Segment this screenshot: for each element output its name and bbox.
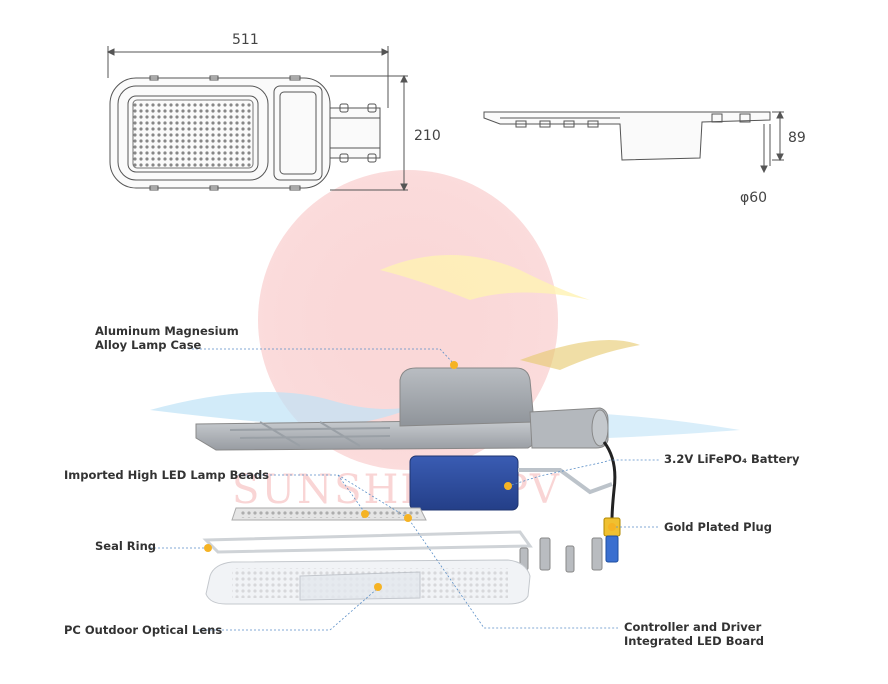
height-dimension: 210	[414, 128, 441, 144]
label-led-beads: Imported High LED Lamp Beads	[64, 468, 269, 482]
width-dimension: 511	[232, 32, 259, 48]
dot-lamp-case	[450, 361, 458, 369]
dot-plug	[608, 523, 616, 531]
callout-dots	[204, 361, 616, 591]
side-view-drawing	[483, 110, 784, 174]
dot-lens	[374, 583, 382, 591]
label-optical-lens: PC Outdoor Optical Lens	[64, 623, 222, 637]
optical-lens-illustration	[205, 559, 531, 605]
label-controller-line2: Integrated LED Board	[624, 634, 764, 648]
battery-illustration	[409, 455, 613, 511]
leader-lines	[150, 348, 660, 631]
top-view-drawing	[106, 46, 408, 192]
screws-illustration	[519, 537, 603, 573]
dot-controller	[404, 514, 412, 522]
depth-dimension: 89	[788, 130, 806, 146]
dot-battery	[504, 482, 512, 490]
dot-led-beads	[361, 510, 369, 518]
lamp-case-illustration	[195, 367, 609, 451]
led-board-illustration	[231, 507, 427, 521]
label-seal-ring: Seal Ring	[95, 539, 156, 553]
label-battery: 3.2V LiFePO₄ Battery	[664, 452, 800, 466]
label-case-line2: Alloy Lamp Case	[95, 338, 202, 352]
seal-ring-illustration	[202, 530, 533, 554]
label-controller-line1: Controller and Driver	[624, 620, 762, 634]
pole-diameter-dimension: φ60	[740, 190, 767, 206]
dot-seal-ring	[204, 544, 212, 552]
label-plug: Gold Plated Plug	[664, 520, 772, 534]
label-case-line1: Aluminum Magnesium	[95, 324, 239, 338]
